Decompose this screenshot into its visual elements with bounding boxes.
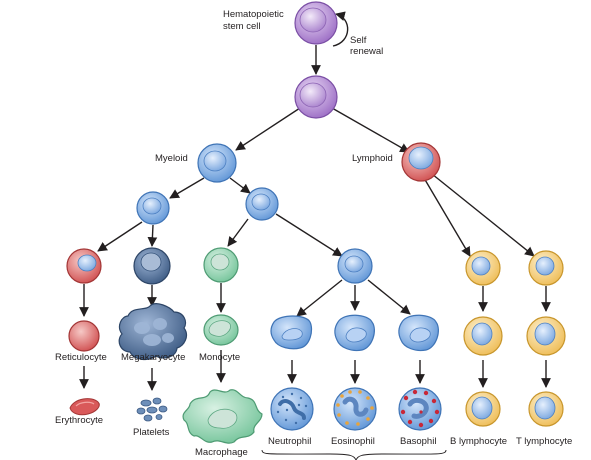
basophil-granules [400, 389, 440, 428]
macrophage-cell [182, 389, 263, 444]
basophil-precursor-cell [398, 314, 439, 352]
granulocyte-macrophage-progenitor [245, 187, 279, 221]
self-renewal-label-line1: Self [350, 35, 367, 46]
neutrophil-granules [276, 392, 308, 425]
granulocyte-bracket [261, 449, 447, 460]
neutrophil-cell [270, 387, 314, 431]
platelets [136, 397, 168, 422]
erythrocyte-cell [69, 398, 100, 416]
neutrophil-label: Neutrophil [268, 436, 311, 447]
hematopoietic-stem-cell [294, 1, 338, 45]
monoblast-cell [203, 247, 239, 283]
t-lymphocyte-cell [528, 391, 564, 427]
eosinophil-precursor-cell [334, 314, 375, 352]
t-lymphocyte-precursor-cell [526, 316, 566, 356]
macrophage-label: Macrophage [195, 447, 248, 458]
megakaryocyte-cell [118, 303, 188, 361]
basophil-cell [398, 387, 442, 431]
eosinophil-cell [333, 387, 377, 431]
reticulocyte-label: Reticulocyte [55, 352, 107, 363]
monocyte-label: Monocyte [199, 352, 240, 363]
t-lymphoblast-cell [528, 250, 564, 286]
reticulocyte-cell [68, 320, 100, 352]
multipotent-progenitor-cell [294, 75, 338, 119]
b-lymphocyte-cell [465, 391, 501, 427]
eosinophil-granules [336, 390, 374, 426]
monocyte-cell [203, 314, 239, 346]
b-lymphocyte-precursor-cell [463, 316, 503, 356]
platelets-label: Platelets [133, 427, 170, 438]
megakaryocyte-erythroid-progenitor [136, 191, 170, 225]
myeloid-progenitor-cell [197, 143, 237, 183]
stem-cell-label-line2: stem cell [223, 21, 260, 32]
b-lymphocyte-label: B lymphocyte [450, 436, 507, 447]
lymphoid-progenitor-cell [401, 142, 441, 182]
stem-cell-label-line1: Hematopoietic [223, 9, 284, 20]
b-lymphoblast-cell [465, 250, 501, 286]
erythrocyte-label: Erythrocyte [55, 415, 103, 426]
self-renewal-arrow [332, 11, 349, 47]
neutrophil-precursor-cell [270, 315, 313, 350]
basophil-label: Basophil [400, 436, 436, 447]
myeloid-label: Myeloid [155, 153, 188, 164]
eosinophil-label: Eosinophil [331, 436, 375, 447]
self-renewal-label-line2: renewal [350, 46, 383, 57]
megakaryoblast-cell [133, 247, 171, 285]
lymphoid-label: Lymphoid [352, 153, 393, 164]
megakaryocyte-label: Megakaryocyte [121, 352, 185, 363]
erythroblast-cell [66, 248, 102, 284]
arrows [79, 11, 551, 391]
t-lymphocyte-label: T lymphocyte [516, 436, 572, 447]
myeloblast-cell [337, 248, 373, 284]
